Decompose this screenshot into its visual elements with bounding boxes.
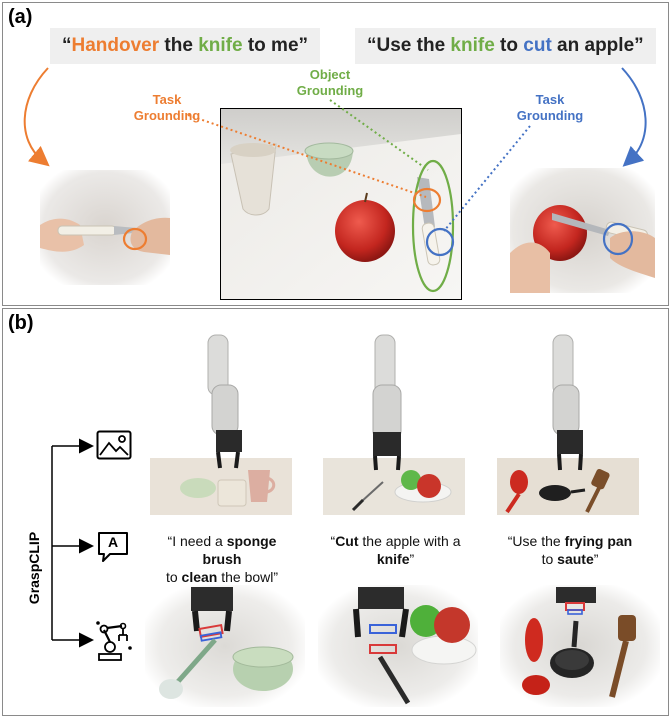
caption-cut-apple: “Cut the apple with a knife” xyxy=(330,533,461,567)
grasp-closeup-sponge xyxy=(145,585,305,707)
command-cut-apple: “Use the knife to cut an apple” xyxy=(355,28,656,64)
panel-b xyxy=(2,308,669,716)
robot-scene-photo-2 xyxy=(323,330,465,515)
robot-scene-photo-1 xyxy=(150,330,292,515)
caption-sponge-brush: “I need a sponge brush to clean the bowl… xyxy=(165,533,279,585)
image-icon xyxy=(96,430,132,460)
robot-scene-photo-3 xyxy=(497,330,639,515)
command-handover: “Handover the knife to me” xyxy=(50,28,321,64)
grasp-closeup-knife xyxy=(318,585,478,707)
panel-b-label: (b) xyxy=(8,312,34,334)
caption-frying-pan: “Use the frying pan to saute” xyxy=(507,533,633,567)
text-bubble-icon: A xyxy=(96,530,130,564)
grasp-closeup-pan xyxy=(500,585,660,707)
panel-a-label: (a) xyxy=(8,6,33,28)
handover-photo xyxy=(40,170,170,285)
robot-arm-icon xyxy=(96,621,132,661)
panel-a xyxy=(2,2,669,306)
cutting-photo xyxy=(510,168,655,293)
kitchen-scene-photo xyxy=(220,108,462,300)
